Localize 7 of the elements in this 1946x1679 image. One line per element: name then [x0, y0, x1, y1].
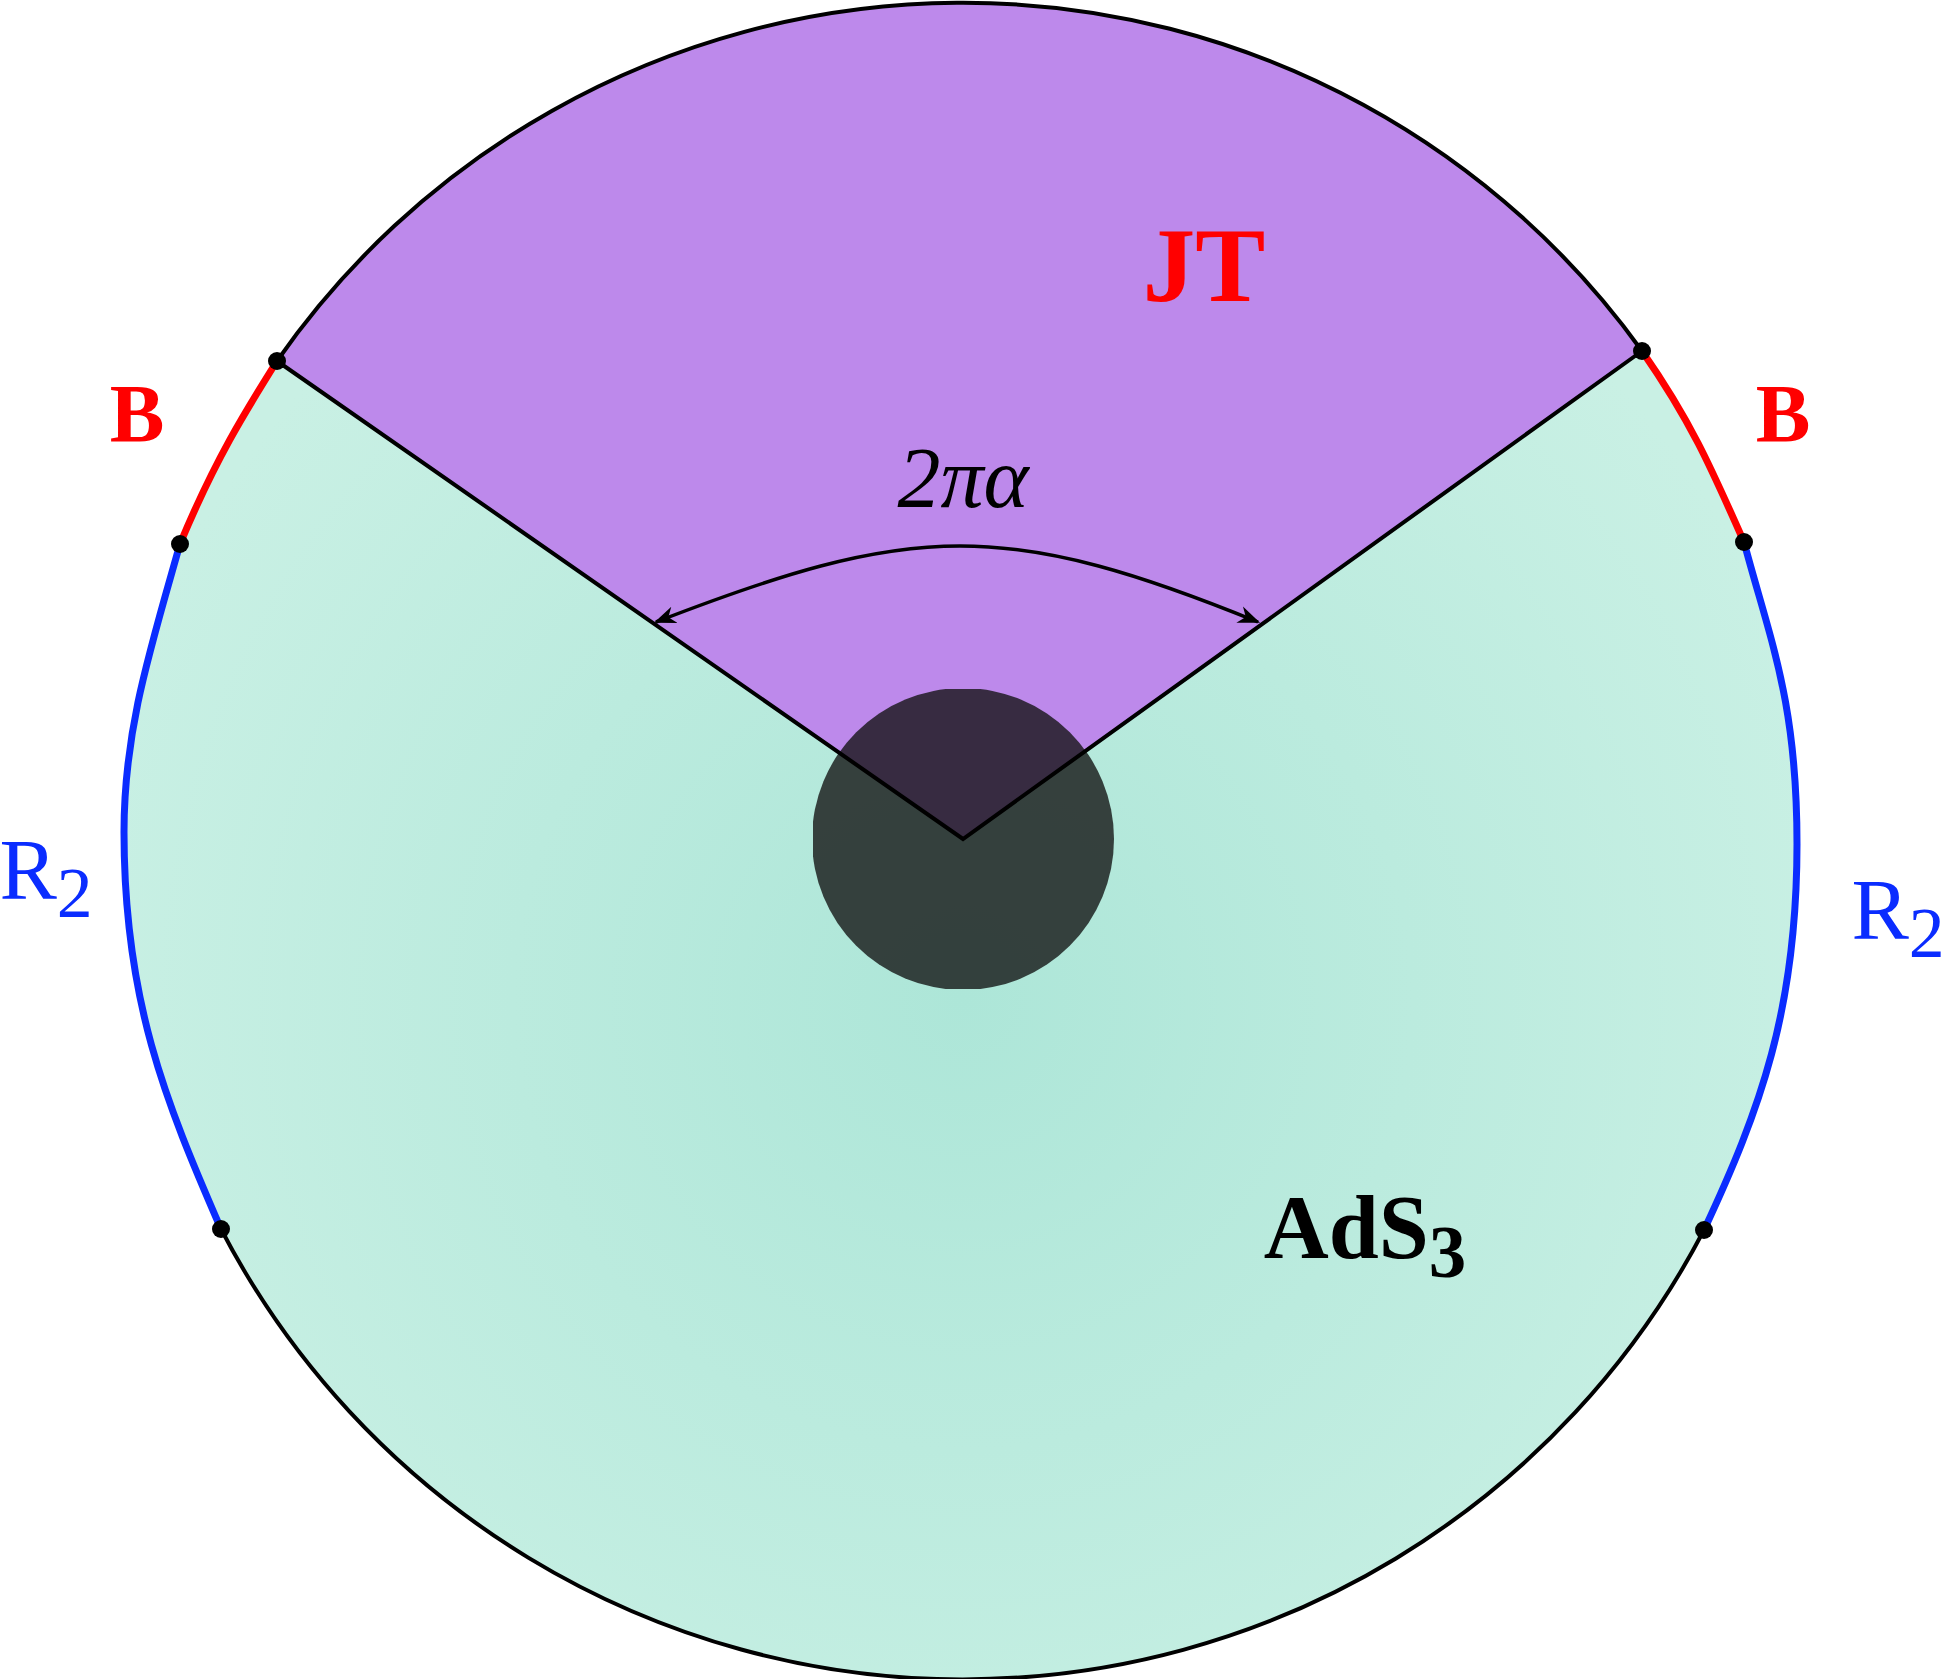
- boundary-label: R$_{2}$: [0, 826, 93, 930]
- region-label: JT: [1142, 212, 1266, 318]
- boundary-label: R$_{2}$: [1851, 866, 1945, 970]
- boundary-label: B: [1755, 373, 1811, 455]
- angle-label: 2πα: [897, 435, 1029, 521]
- region-label: AdS$_{3}$: [1263, 1183, 1467, 1289]
- boundary-label: B: [109, 373, 165, 455]
